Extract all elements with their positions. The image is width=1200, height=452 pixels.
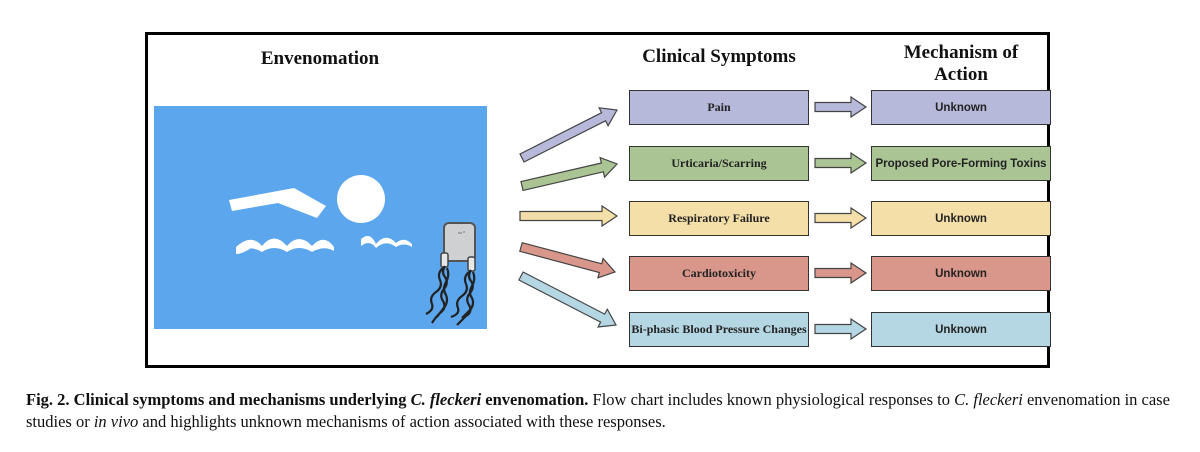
caption-text-1: Flow chart includes known physiological … <box>588 390 955 409</box>
arrow-respiratory-failure-to-mechanism <box>814 206 868 230</box>
arrow-pain-to-mechanism <box>814 95 868 119</box>
clinical-symptoms-header: Clinical Symptoms <box>642 46 796 67</box>
mechanism-box-pain: Unknown <box>871 90 1051 125</box>
symptom-box-pain: Pain <box>629 90 809 125</box>
symptom-box-respiratory-failure: Respiratory Failure <box>629 201 809 236</box>
arrow-to-pain <box>519 107 618 163</box>
caption-lead-species: C. fleckeri <box>410 390 482 409</box>
caption-text-3: and highlights unknown mechanisms of act… <box>138 412 666 431</box>
arrow-to-biphasic-blood-pressure <box>518 271 617 328</box>
mechanism-of-action-header: Mechanism of Action <box>868 42 1054 86</box>
arrow-to-cardiotoxicity <box>519 241 617 279</box>
caption-lead-text: Fig. 2. Clinical symptoms and mechanisms… <box>26 390 411 409</box>
mechanism-header-line1: Mechanism of <box>903 42 1019 63</box>
mechanism-header-line2: Action <box>934 64 988 85</box>
arrow-urticaria-scarring-to-mechanism <box>814 151 868 175</box>
envenomation-illustration <box>154 106 487 329</box>
mechanism-box-urticaria-scarring: Proposed Pore-Forming Toxins <box>871 146 1051 181</box>
caption-lead: Fig. 2. Clinical symptoms and mechanisms… <box>26 390 588 409</box>
swimmer-icon <box>229 175 412 254</box>
symptom-label-urticaria-scarring: Urticaria/Scarring <box>671 156 767 170</box>
mechanism-label-urticaria-scarring: Proposed Pore-Forming Toxins <box>875 157 1047 170</box>
mechanism-label-pain: Unknown <box>935 101 987 114</box>
arrow-to-respiratory-failure <box>519 204 619 228</box>
envenomation-header: Envenomation <box>260 48 380 69</box>
mechanism-label-cardiotoxicity: Unknown <box>935 267 987 280</box>
symptom-box-urticaria-scarring: Urticaria/Scarring <box>629 146 809 181</box>
symptom-box-biphasic-blood-pressure: Bi-phasic Blood Pressure Changes <box>629 312 809 347</box>
mechanism-box-respiratory-failure: Unknown <box>871 201 1051 236</box>
jellyfish-icon <box>425 222 476 326</box>
symptom-box-cardiotoxicity: Cardiotoxicity <box>629 256 809 291</box>
arrow-to-urticaria-scarring <box>520 156 619 192</box>
caption-text-2: envenomation in case studies or <box>26 390 1170 431</box>
symptom-label-cardiotoxicity: Cardiotoxicity <box>682 266 756 280</box>
water-background <box>154 106 487 329</box>
symptom-label-pain: Pain <box>707 100 731 114</box>
caption-in-vivo: in vivo <box>93 412 139 431</box>
caption-lead-end: envenomation. <box>481 390 589 409</box>
mechanism-box-cardiotoxicity: Unknown <box>871 256 1051 291</box>
mechanism-label-respiratory-failure: Unknown <box>935 212 987 225</box>
mechanism-box-biphasic-blood-pressure: Unknown <box>871 312 1051 347</box>
symptom-label-biphasic-blood-pressure: Bi-phasic Blood Pressure Changes <box>631 322 807 336</box>
caption-species-2: C. fleckeri <box>954 390 1023 409</box>
figure-caption: Fig. 2. Clinical symptoms and mechanisms… <box>26 389 1176 433</box>
arrow-cardiotoxicity-to-mechanism <box>814 261 868 285</box>
mechanism-label-biphasic-blood-pressure: Unknown <box>935 323 987 336</box>
symptom-label-respiratory-failure: Respiratory Failure <box>668 211 770 225</box>
arrow-biphasic-blood-pressure-to-mechanism <box>814 317 868 341</box>
